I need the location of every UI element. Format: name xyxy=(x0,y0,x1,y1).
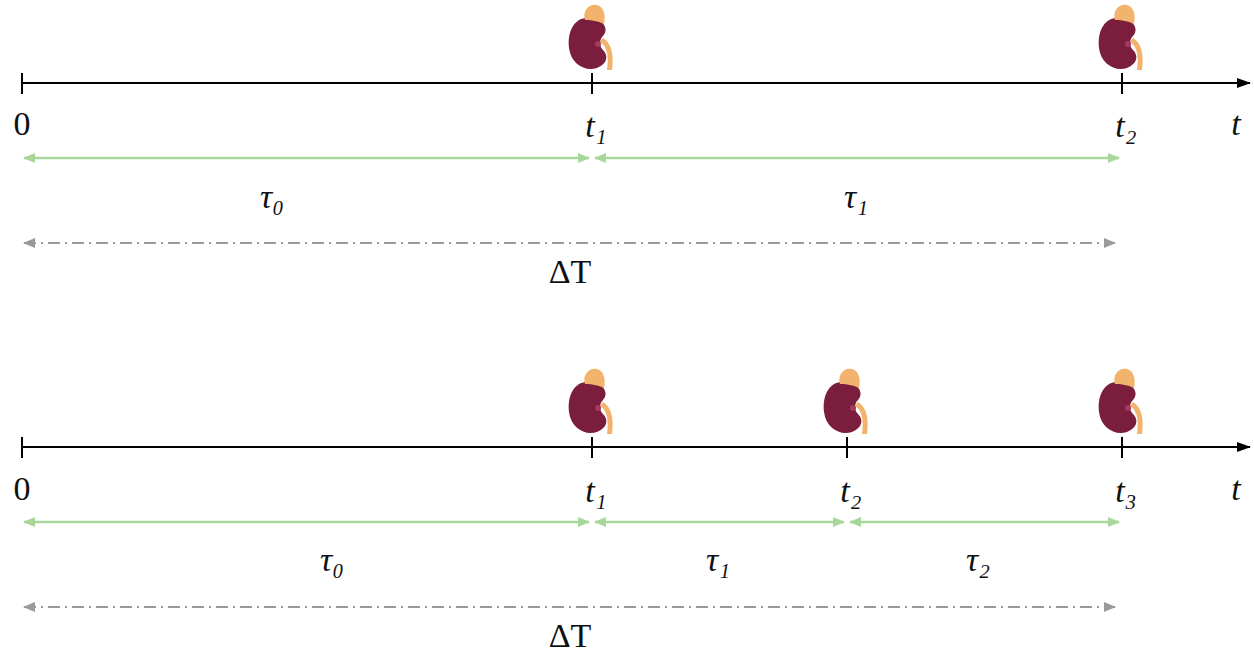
tick-label: t₁ xyxy=(585,109,606,143)
kidney-icon xyxy=(824,369,868,434)
timeline-axis xyxy=(22,73,1250,94)
axis-label: t xyxy=(1231,107,1240,141)
span-label: ΔT xyxy=(549,619,592,653)
interval-label: τ₀ xyxy=(320,543,344,577)
interval-arrows xyxy=(24,521,1119,524)
tick-label: t₂ xyxy=(840,474,861,508)
span-label: ΔT xyxy=(549,255,592,289)
kidney-icon xyxy=(569,369,613,434)
tick-label: t₃ xyxy=(1115,474,1136,508)
interval-label: τ₀ xyxy=(260,180,284,214)
timeline-axis xyxy=(22,437,1250,458)
tick-label: t₁ xyxy=(585,474,606,508)
tick-label: t₂ xyxy=(1115,109,1136,143)
axis-label: t xyxy=(1231,472,1240,506)
tick-label: 0 xyxy=(14,107,31,141)
interval-label: τ₂ xyxy=(966,543,990,577)
interval-label: τ₁ xyxy=(706,543,730,577)
kidney-icon xyxy=(569,5,613,70)
total-span-arrow xyxy=(24,242,1115,244)
kidney-icon xyxy=(1099,5,1143,70)
tick-label: 0 xyxy=(14,472,31,506)
interval-arrows xyxy=(24,157,1119,160)
kidney-icon xyxy=(1099,369,1143,434)
total-span-arrow xyxy=(24,606,1115,608)
interval-label: τ₁ xyxy=(844,180,868,214)
